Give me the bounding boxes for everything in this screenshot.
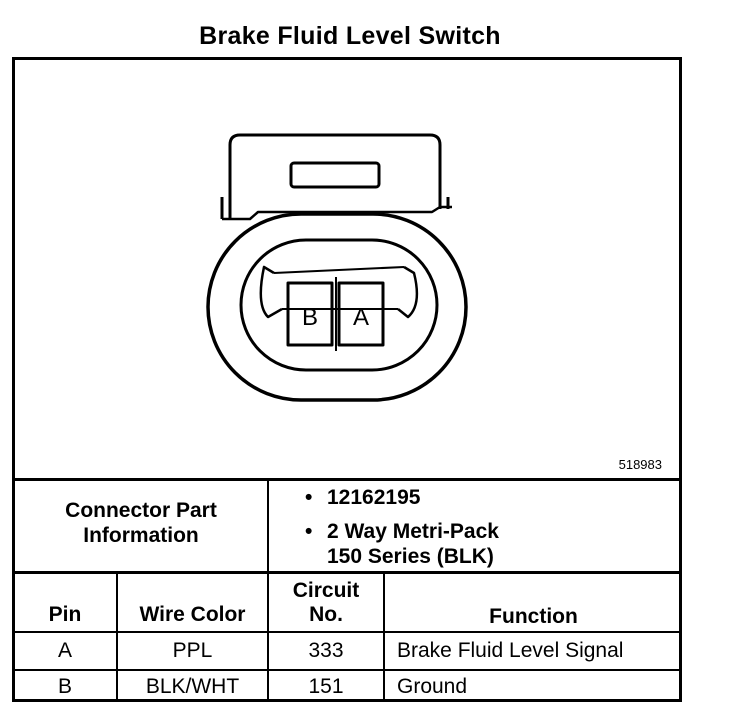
latch-slot (289, 161, 381, 189)
connector-latch-housing (228, 133, 442, 219)
divider-pin-col (116, 571, 118, 702)
connector-drawing: B A (206, 133, 468, 402)
divider-connector-info (267, 478, 269, 572)
row-b-function: Ground (397, 675, 468, 698)
connector-type-item: • 2 Way Metri-Pack 150 Series (BLK) (305, 519, 499, 569)
connector-part-info-label-line2: Information (83, 524, 199, 547)
divider-diagram-bottom (12, 478, 682, 481)
row-a-function: Brake Fluid Level Signal (397, 639, 624, 662)
connector-inner-shroud (239, 238, 439, 372)
header-circuit-line1: Circuit (292, 579, 360, 602)
divider-wire-col (267, 571, 269, 702)
divider-circuit-col (383, 571, 385, 702)
row-a-circuit: 333 (308, 639, 344, 662)
connector-part-number: 12162195 (327, 486, 421, 509)
bullet-icon: • (305, 486, 313, 509)
row-b-wire-color: BLK/WHT (145, 675, 240, 698)
connector-part-info-label: Connector Part Information (15, 498, 267, 548)
cavity-a-box (337, 281, 385, 347)
divider-header-row (12, 631, 682, 633)
cavity-b-label: B (302, 304, 318, 331)
connector-outer-shroud (206, 212, 468, 402)
document-frame (12, 57, 682, 702)
connector-part-number-item: • 12162195 (305, 485, 499, 510)
connector-type-line2: 150 Series (BLK) (327, 545, 494, 568)
page-title: Brake Fluid Level Switch (199, 22, 501, 50)
header-function: Function (489, 605, 578, 628)
header-circuit-no: Circuit No. (269, 576, 383, 630)
row-a-pin: A (57, 639, 72, 662)
divider-table-top (12, 571, 682, 574)
cavity-a-label: A (353, 304, 369, 331)
row-b-pin: B (57, 675, 72, 698)
connector-type: 2 Way Metri-Pack 150 Series (BLK) (327, 519, 499, 569)
connector-part-info-list: • 12162195 • 2 Way Metri-Pack 150 Series… (305, 485, 499, 569)
cavity-b-box (286, 281, 334, 347)
connector-latch-base (222, 205, 452, 221)
figure-number: 518983 (618, 457, 662, 472)
row-b-circuit: 151 (308, 675, 344, 698)
connector-part-info-label-line1: Connector Part (65, 499, 217, 522)
divider-row-a (12, 669, 682, 671)
connector-cavity-ring (259, 265, 419, 319)
header-circuit-line2: No. (309, 603, 343, 626)
connector-type-line1: 2 Way Metri-Pack (327, 520, 499, 543)
header-wire-color: Wire Color (139, 603, 246, 626)
row-a-wire-color: PPL (172, 639, 213, 662)
connector-diagram: B A 518983 (12, 57, 682, 481)
bullet-icon: • (305, 520, 313, 543)
header-pin: Pin (48, 603, 82, 626)
